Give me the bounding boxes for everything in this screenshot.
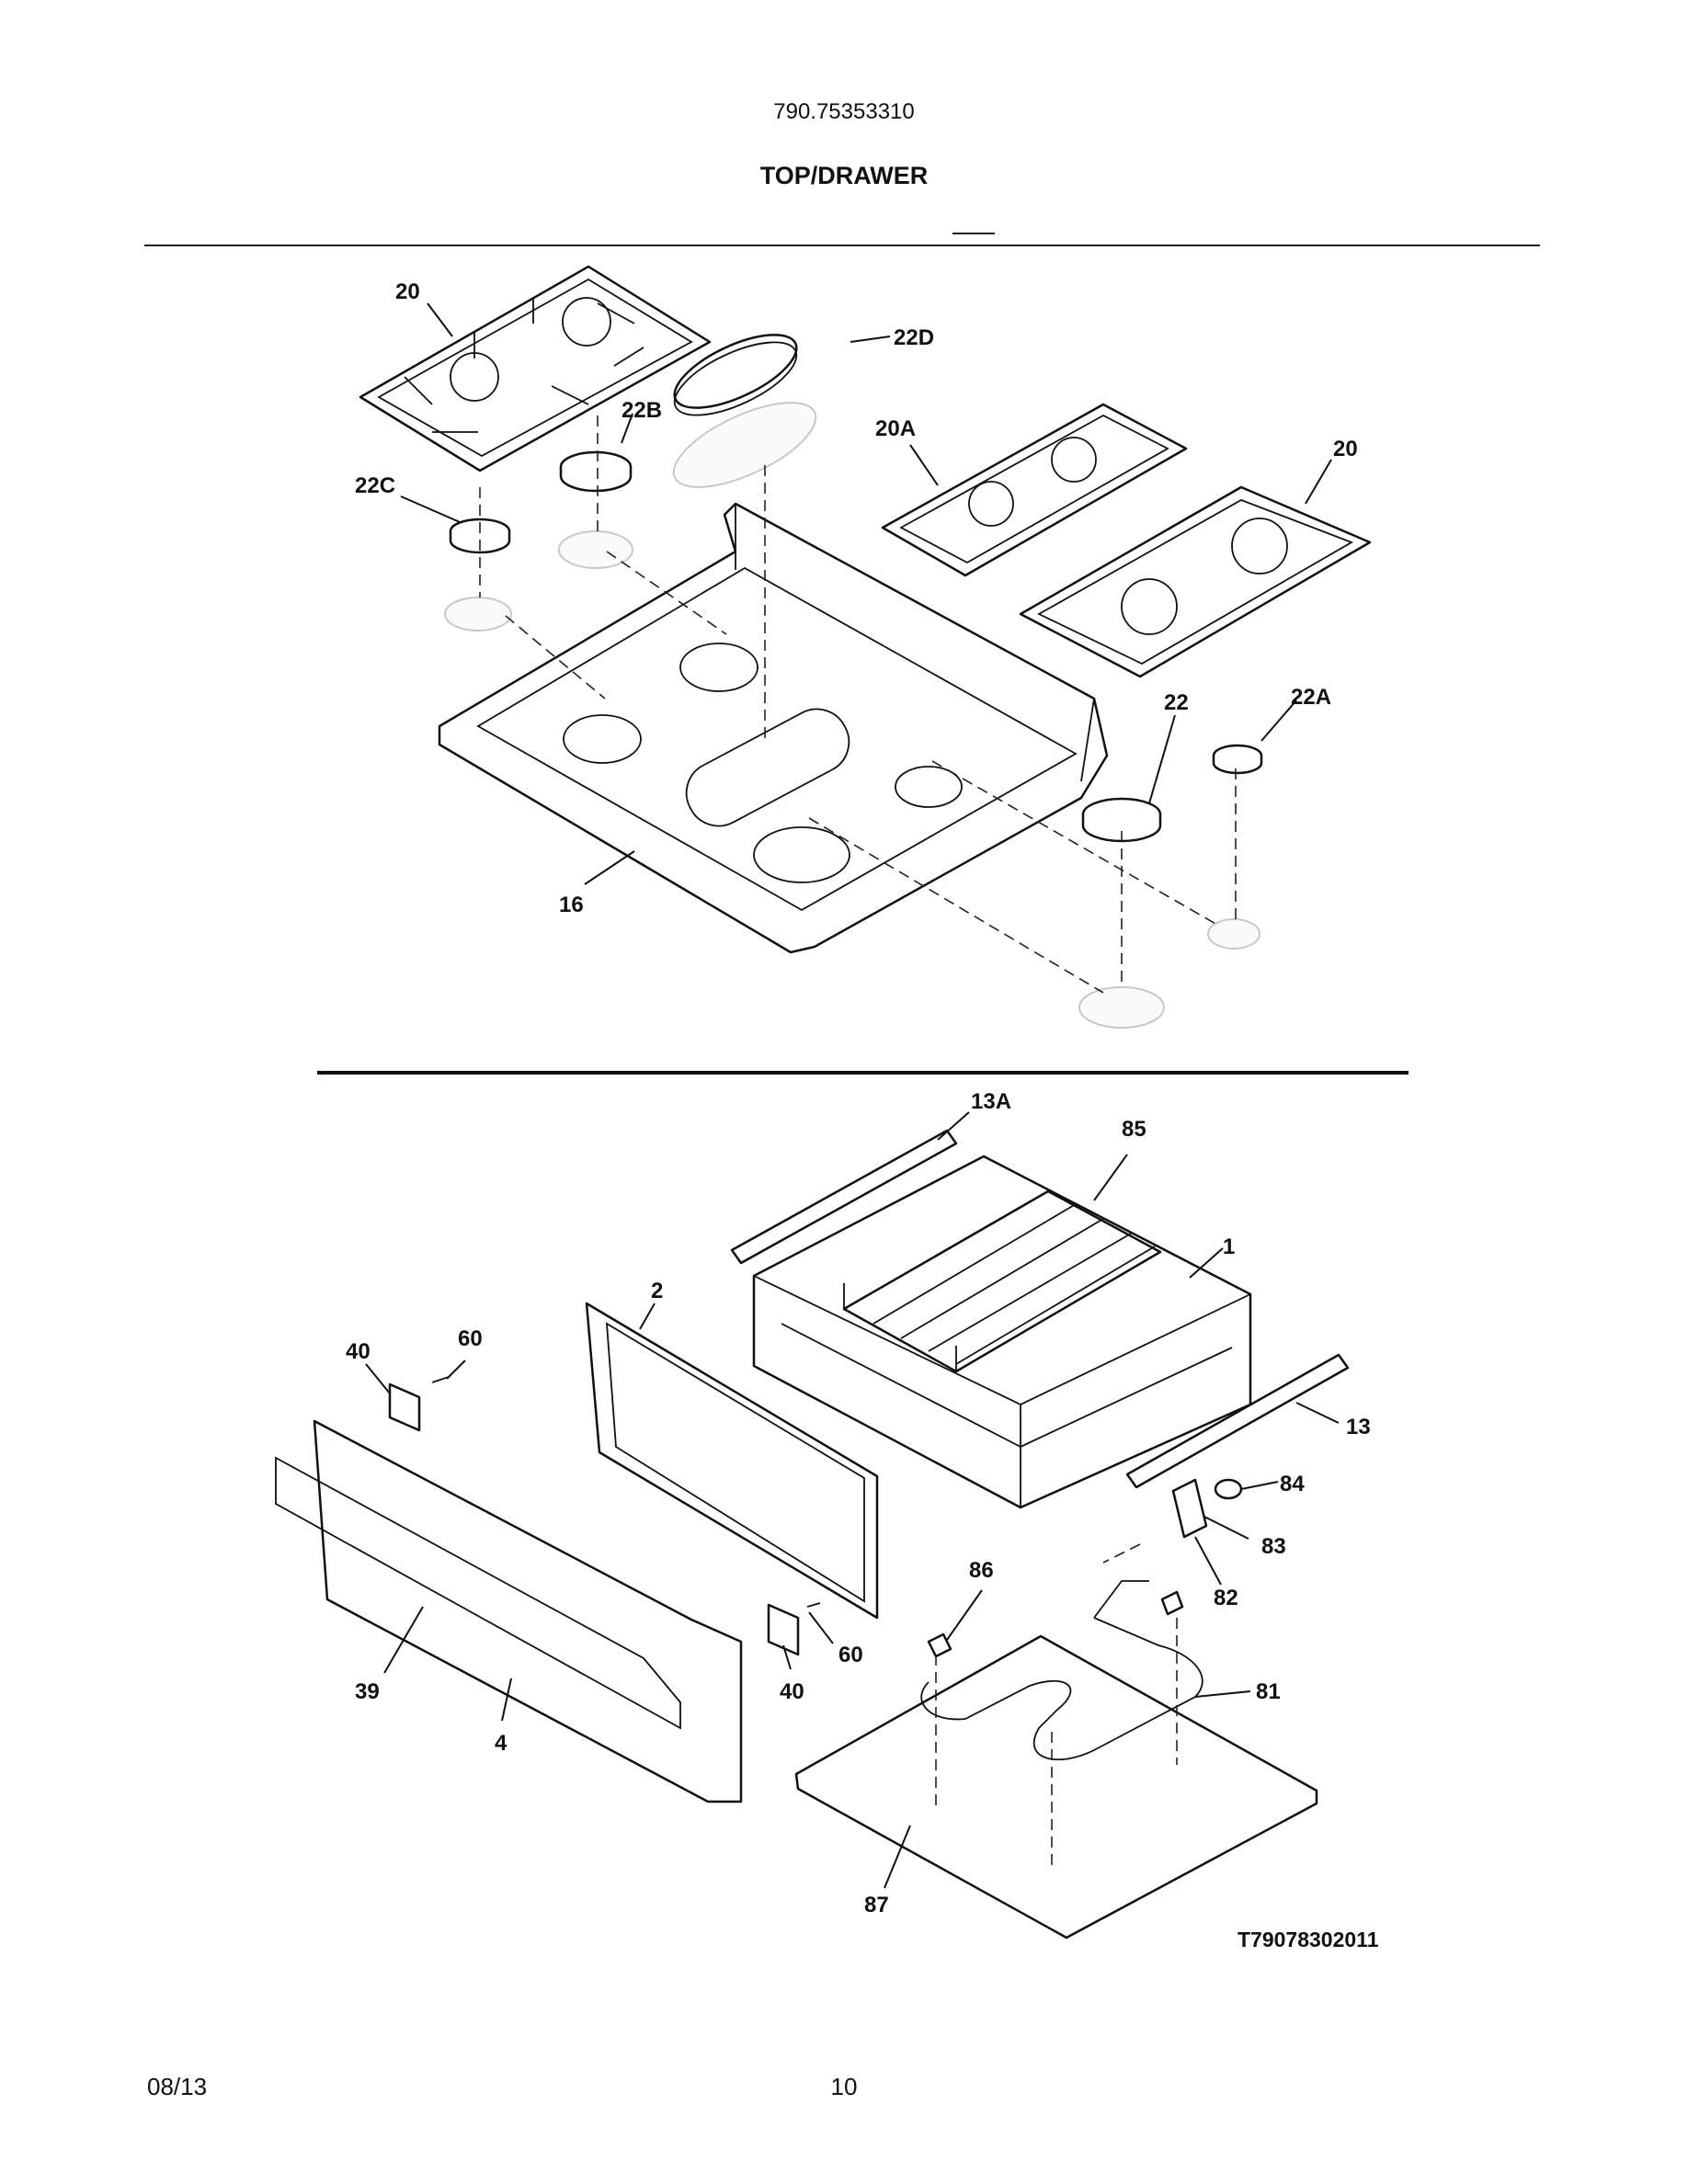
burner-cap-22c [444,518,512,631]
section-title: TOP/DRAWER [759,162,929,189]
alignment-lines-top [479,415,1237,994]
callout-60-top: 60 [458,1326,483,1351]
callout-1: 1 [1223,1234,1235,1259]
section-divider [317,1071,1409,1075]
grate-20a [881,403,1188,577]
callout-22b: 22B [622,398,662,423]
callout-20-right: 20 [1333,437,1358,461]
callout-4: 4 [495,1731,508,1756]
model-number: 790.75353310 [773,99,915,124]
callout-84: 84 [1280,1472,1305,1496]
grate-right [1019,485,1372,678]
callout-22c: 22C [355,473,395,498]
callout-13a: 13A [971,1089,1011,1114]
header-rule [144,245,1540,246]
bracket-top [388,1376,450,1432]
small-parts [927,1478,1243,1658]
footer-page-number: 10 [830,2073,858,2100]
oval-burner-cap [672,334,817,488]
footer-date: 08/13 [147,2073,208,2100]
callout-87: 87 [864,1893,889,1917]
callout-22a: 22A [1291,685,1331,710]
drawer-bottom-panel [794,1634,1318,1939]
callout-83: 83 [1261,1534,1286,1559]
callout-39: 39 [355,1679,380,1704]
alignment-lines-bottom [935,1543,1178,1866]
header-short-rule [952,233,995,234]
callout-40-bottom: 40 [780,1679,804,1704]
callout-16: 16 [559,893,584,917]
callout-86: 86 [969,1558,994,1583]
callout-22: 22 [1164,690,1189,715]
callout-22d: 22D [894,325,934,350]
figure-code: T79078302011 [1237,1928,1379,1951]
callout-13: 13 [1346,1415,1371,1439]
burner-cap-22a [1207,744,1263,950]
callout-85: 85 [1122,1117,1146,1142]
callout-2: 2 [651,1279,663,1303]
leader-lines-top [400,302,1332,885]
drawer-slide-13a [730,1129,958,1265]
door-inner-panel [585,1302,879,1620]
callout-82: 82 [1214,1586,1238,1610]
drawer-front [275,1419,743,1803]
drawer-slide-13 [1125,1353,1350,1489]
burner-cap-22b [558,450,633,569]
heating-element [920,1580,1203,1761]
grate-left [359,265,712,472]
drawer-rack [842,1189,1162,1373]
leader-lines-bottom [365,1111,1340,1889]
callout-40-top: 40 [346,1339,371,1364]
burner-cap-22 [1078,797,1165,1029]
callout-60-bottom: 60 [838,1643,863,1667]
callout-20-left: 20 [395,279,420,304]
bracket-bottom [767,1602,821,1656]
cooktop [438,502,1109,954]
callout-81: 81 [1256,1679,1281,1704]
callout-20a: 20A [875,416,916,441]
